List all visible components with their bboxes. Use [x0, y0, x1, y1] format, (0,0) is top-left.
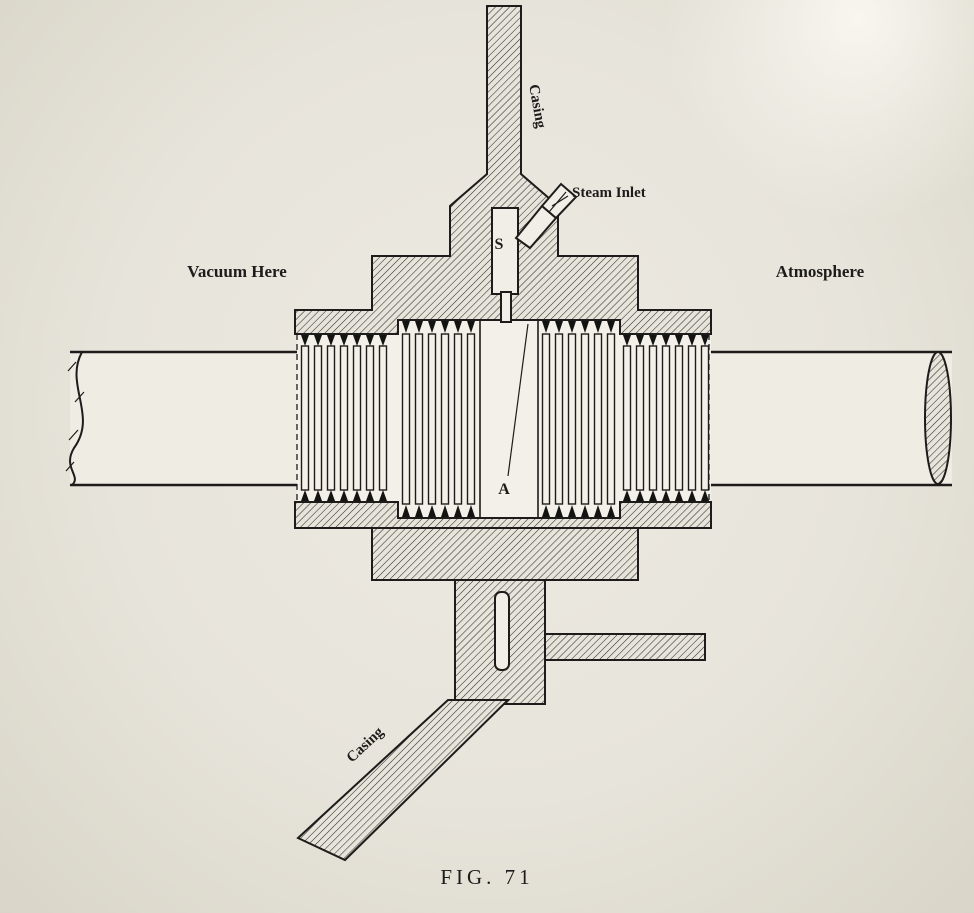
label-casing-top: Casing: [525, 83, 549, 130]
label-casing-bottom: Casing: [344, 724, 388, 766]
label-s: S: [495, 236, 504, 253]
gland-housing-top: [294, 5, 712, 335]
shaft-break-left-hatch: [65, 361, 85, 472]
drain-pipe-diagonal: [296, 699, 511, 862]
steam-chamber-slot: [491, 207, 519, 295]
shaft-break-left: [69, 351, 84, 486]
label-atmosphere: Atmosphere: [776, 262, 865, 281]
label-a: A: [498, 481, 510, 498]
drain-arm-right: [544, 633, 706, 661]
labyrinth-fins-left: [300, 334, 388, 502]
steam-feed-slot: [500, 291, 512, 323]
shaft-break-right: [924, 351, 952, 485]
label-vacuum-here: Vacuum Here: [187, 262, 287, 281]
label-steam-inlet: Steam Inlet: [572, 185, 646, 201]
housing-bottom-block: [371, 527, 639, 581]
housing-top-section: [294, 5, 712, 335]
gland-housing-bottom: [294, 501, 712, 862]
drain-slot: [494, 591, 510, 671]
figure-caption: FIG. 71: [440, 865, 533, 889]
chamber-a: [479, 319, 539, 519]
chamber-a-leader-line: [507, 323, 529, 477]
steam-inlet-leader-line: [551, 195, 569, 207]
labyrinth-fins-right: [622, 334, 710, 502]
